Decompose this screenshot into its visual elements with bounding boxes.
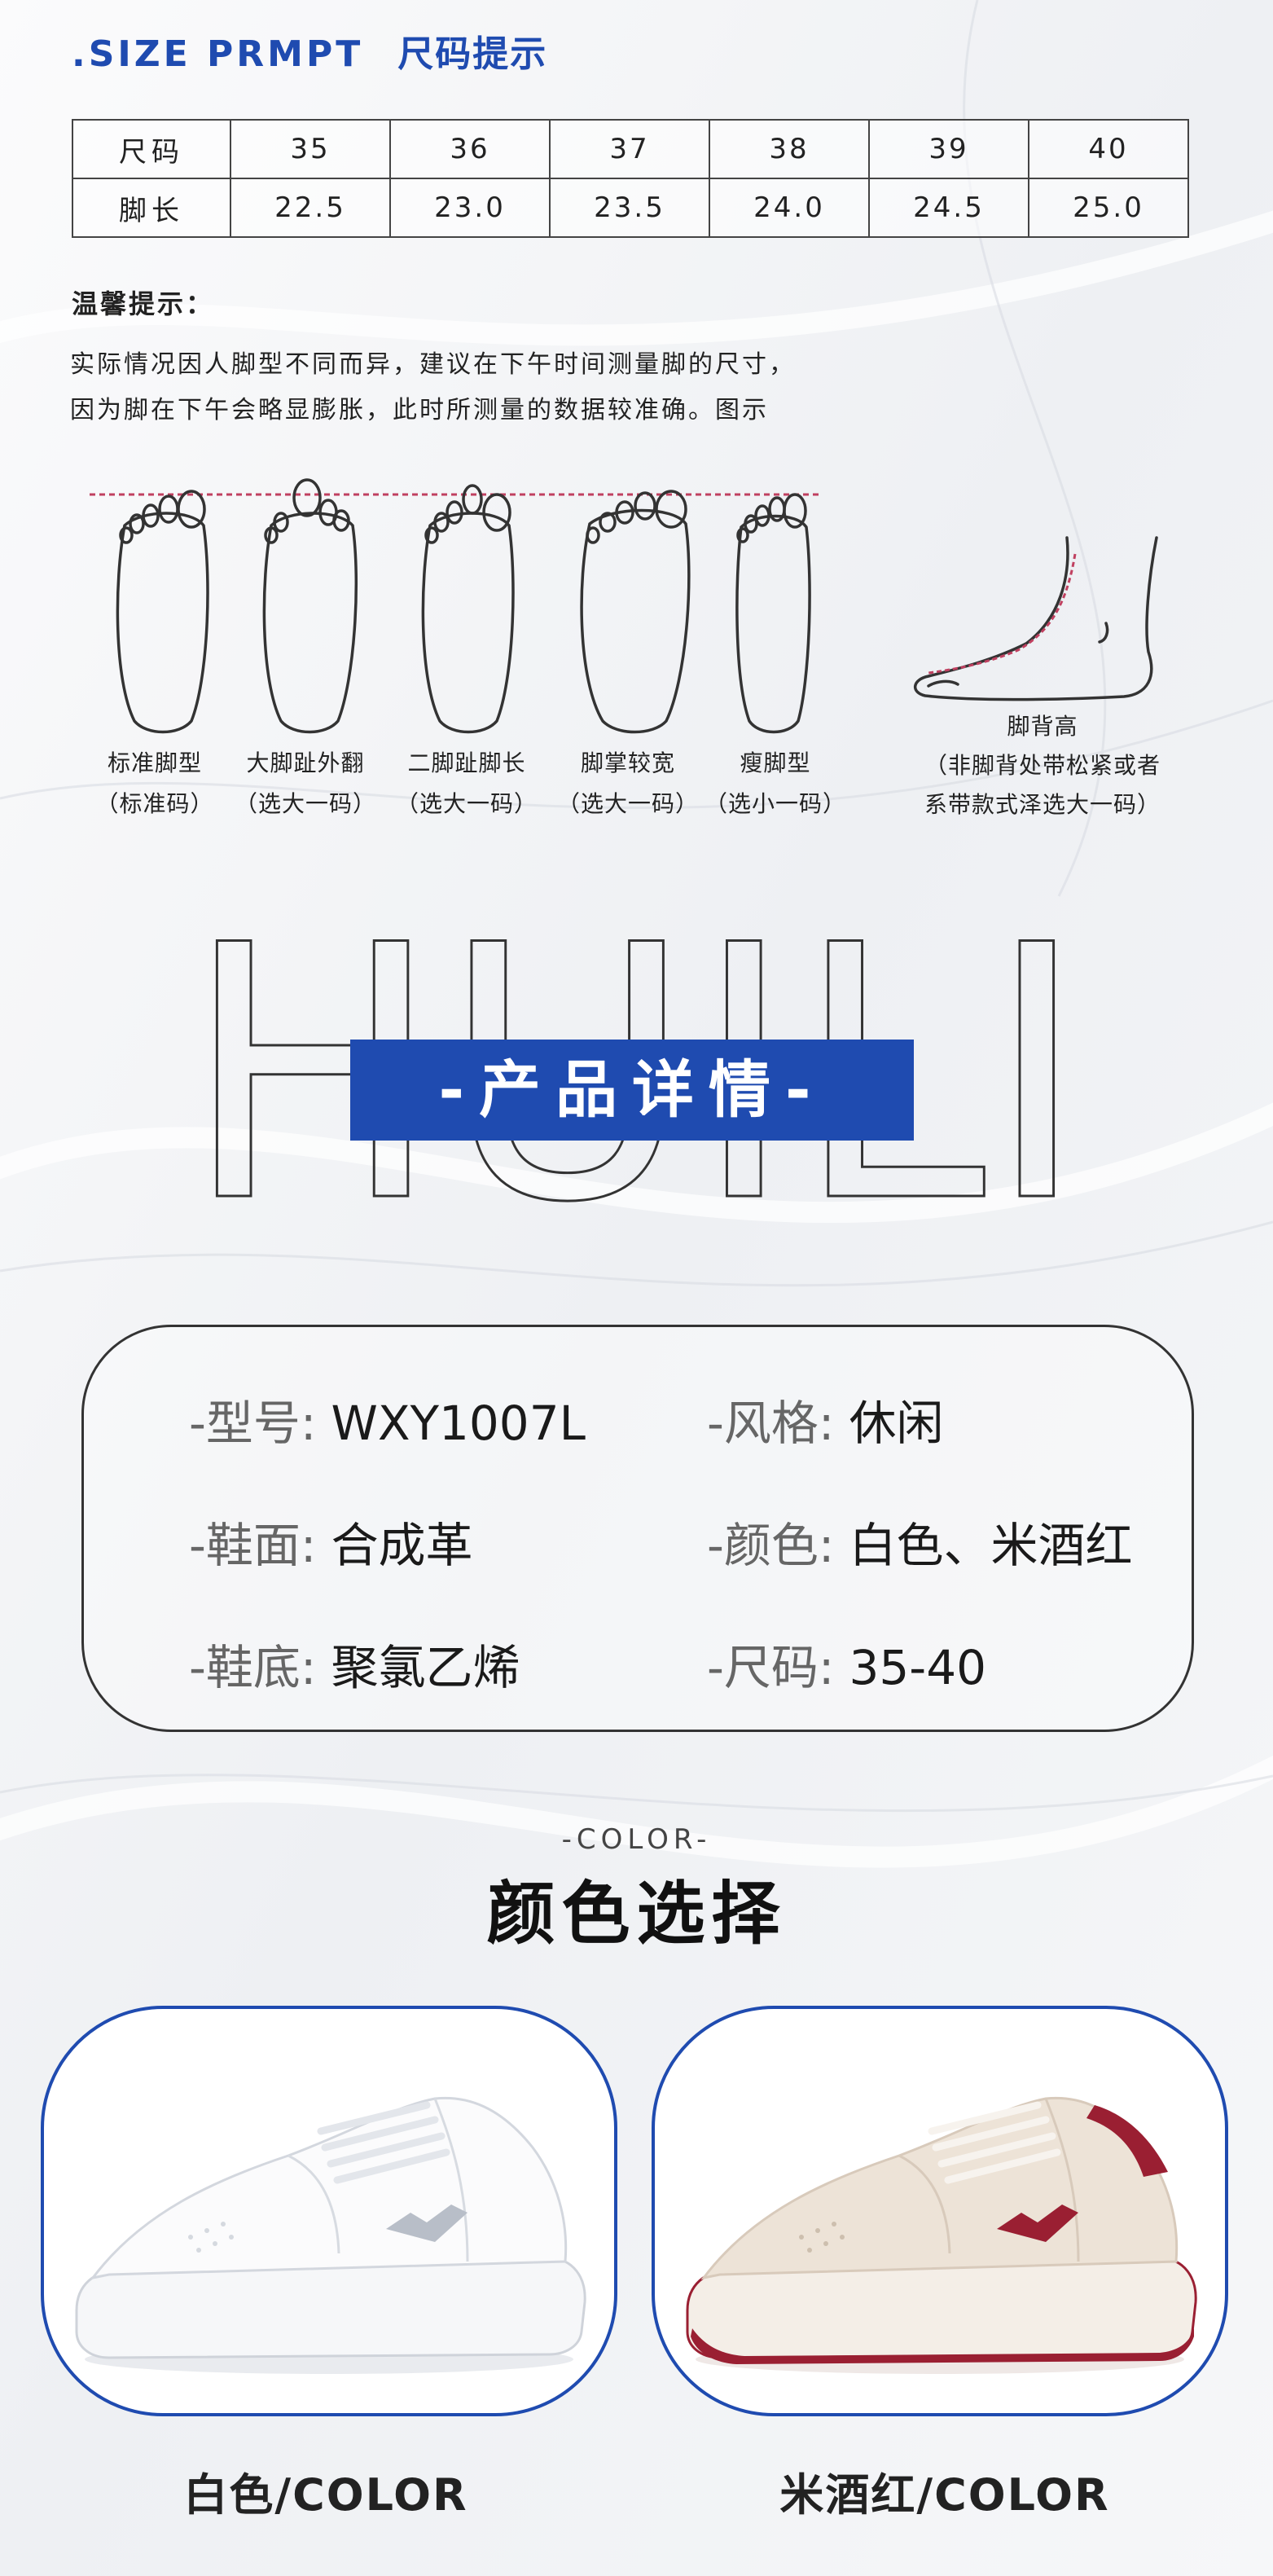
product-info-box — [81, 1325, 1194, 1732]
info-value: WXY1007L — [331, 1396, 586, 1451]
size-table: 尺码 35 36 37 38 39 40 脚长 22.5 23.0 23.5 2… — [72, 119, 1189, 238]
info-style: -风格: 休闲 — [707, 1385, 944, 1453]
color-title-cn: 颜色选择 — [486, 1874, 787, 1954]
foot-instep: 脚背高 （非脚背处带松紧或者 系带款式泽选大一码） — [888, 707, 1197, 824]
size-row: 尺码 35 36 37 38 39 40 — [72, 119, 1189, 179]
size-cell: 35 — [230, 119, 391, 179]
length-cell: 24.5 — [868, 178, 1029, 238]
foot-instep-icon — [914, 536, 1158, 701]
foot-type-illustrations — [90, 478, 819, 734]
length-cell: 23.5 — [549, 178, 710, 238]
instep-note: （非脚背处带松紧或者 — [924, 752, 1161, 779]
instep-note: 系带款式泽选大一码） — [924, 791, 1161, 818]
foot-bunion-icon — [262, 478, 358, 734]
info-size: -尺码: 35-40 — [707, 1629, 986, 1698]
foot-type-name: 大脚趾外翻 — [246, 750, 365, 776]
color-option-white[interactable] — [41, 2006, 617, 2416]
foot-type-advice: （选大一码） — [556, 790, 699, 817]
info-label: -型号: — [189, 1396, 317, 1451]
color-option-white-label: 白色/COLOR — [183, 2469, 468, 2521]
info-color: -颜色: 白色、米酒红 — [707, 1507, 1133, 1576]
foot-type-name: 标准脚型 — [107, 750, 202, 776]
info-sole: -鞋底: 聚氯乙烯 — [189, 1629, 520, 1698]
info-label: -尺码: — [707, 1640, 835, 1695]
size-prompt-title: .SIZE PRMPT 尺码提示 — [72, 24, 547, 77]
size-cell: 36 — [389, 119, 551, 179]
foot-type-bunion: 大脚趾外翻 （选大一码） — [228, 743, 383, 824]
info-value: 白色、米酒红 — [849, 1518, 1133, 1573]
foot-type-wide: 脚掌较宽 （选大一码） — [551, 743, 705, 824]
foot-type-second-toe: 二脚趾脚长 （选大一码） — [389, 743, 544, 824]
tip-line: 实际情况因人脚型不同而异，建议在下午时间测量脚的尺寸， — [70, 350, 796, 379]
foot-type-name: 脚掌较宽 — [580, 750, 675, 776]
info-label: -鞋底: — [189, 1640, 317, 1695]
size-cell: 39 — [868, 119, 1029, 179]
length-row: 脚长 22.5 23.0 23.5 24.0 24.5 25.0 — [72, 178, 1189, 238]
foot-type-standard: 标准脚型 （标准码） — [90, 743, 220, 824]
foot-slim-icon — [735, 493, 811, 734]
product-detail-banner: -产品详情- — [350, 1040, 914, 1141]
color-option-burgundy[interactable] — [652, 2006, 1228, 2416]
size-title-cn: 尺码提示 — [397, 33, 548, 75]
length-row-label: 脚长 — [72, 178, 231, 238]
foot-type-advice: （选大一码） — [395, 790, 538, 817]
foot-type-advice: （选小一码） — [704, 790, 846, 817]
length-cell: 23.0 — [389, 178, 551, 238]
tip-line: 因为脚在下午会略显膨胀，此时所测量的数据较准确。图示 — [70, 396, 769, 424]
info-label: -鞋面: — [189, 1518, 317, 1573]
length-cell: 24.0 — [709, 178, 870, 238]
size-row-label: 尺码 — [72, 119, 231, 179]
burgundy-sneaker-image — [686, 2096, 1197, 2374]
size-cell: 37 — [549, 119, 710, 179]
size-cell: 40 — [1028, 119, 1189, 179]
color-title-en: -COLOR- — [561, 1823, 712, 1856]
instep-name: 脚背高 — [1007, 713, 1078, 740]
foot-standard-icon — [116, 490, 209, 734]
length-cell: 25.0 — [1028, 178, 1189, 238]
foot-wide-icon — [580, 490, 691, 734]
info-value: 合成革 — [331, 1518, 473, 1573]
tip-body: 实际情况因人脚型不同而异，建议在下午时间测量脚的尺寸， 因为脚在下午会略显膨胀，… — [70, 342, 966, 433]
foot-type-name: 瘦脚型 — [740, 750, 811, 776]
info-model: -型号: WXY1007L — [189, 1385, 586, 1453]
length-cell: 22.5 — [230, 178, 391, 238]
color-option-burgundy-label: 米酒红/COLOR — [779, 2469, 1110, 2521]
info-value: 休闲 — [849, 1396, 944, 1451]
info-value: 聚氯乙烯 — [331, 1640, 520, 1695]
foot-type-name: 二脚趾脚长 — [407, 750, 526, 776]
tip-title: 温馨提示： — [72, 288, 215, 319]
size-title-en: .SIZE PRMPT — [72, 33, 364, 75]
white-sneaker-image — [75, 2096, 586, 2374]
foot-type-slim: 瘦脚型 （选小一码） — [702, 743, 849, 824]
info-upper: -鞋面: 合成革 — [189, 1507, 473, 1576]
foot-type-advice: （选大一码） — [234, 790, 376, 817]
info-label: -风格: — [707, 1396, 835, 1451]
info-label: -颜色: — [707, 1518, 835, 1573]
size-cell: 38 — [709, 119, 870, 179]
info-value: 35-40 — [849, 1640, 987, 1695]
foot-type-advice: （标准码） — [95, 790, 214, 817]
foot-second-toe-icon — [421, 484, 515, 734]
